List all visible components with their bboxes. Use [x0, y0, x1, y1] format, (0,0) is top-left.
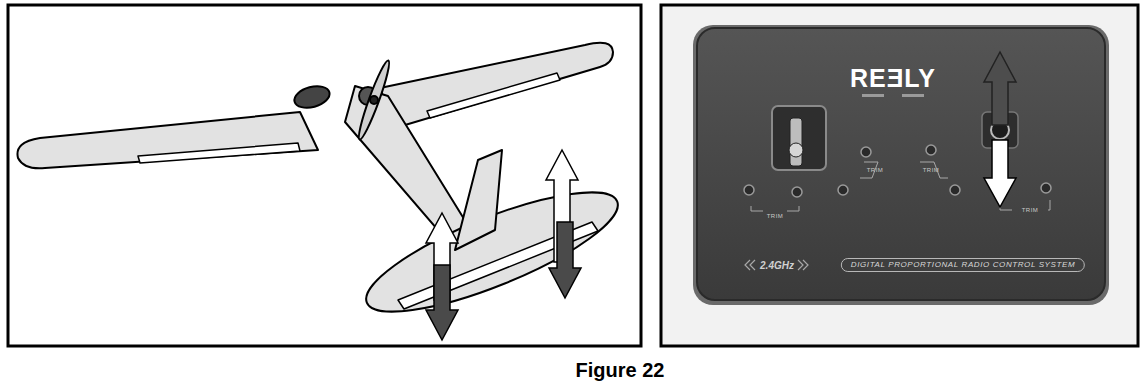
trim-label: TRIM [867, 167, 884, 173]
figure-caption: Figure 22 [576, 359, 665, 382]
brand-logo: REƎLY [850, 64, 936, 93]
trim-label: TRIM [923, 167, 940, 173]
system-label-box: DIGITAL PROPORTIONAL RADIO CONTROL SYSTE… [841, 258, 1085, 272]
frequency-label: 2.4GHz [760, 260, 794, 271]
trim-label: TRIM [1022, 207, 1039, 213]
trim-label: TRIM [767, 213, 784, 219]
system-label-text: DIGITAL PROPORTIONAL RADIO CONTROL SYSTE… [851, 260, 1075, 270]
